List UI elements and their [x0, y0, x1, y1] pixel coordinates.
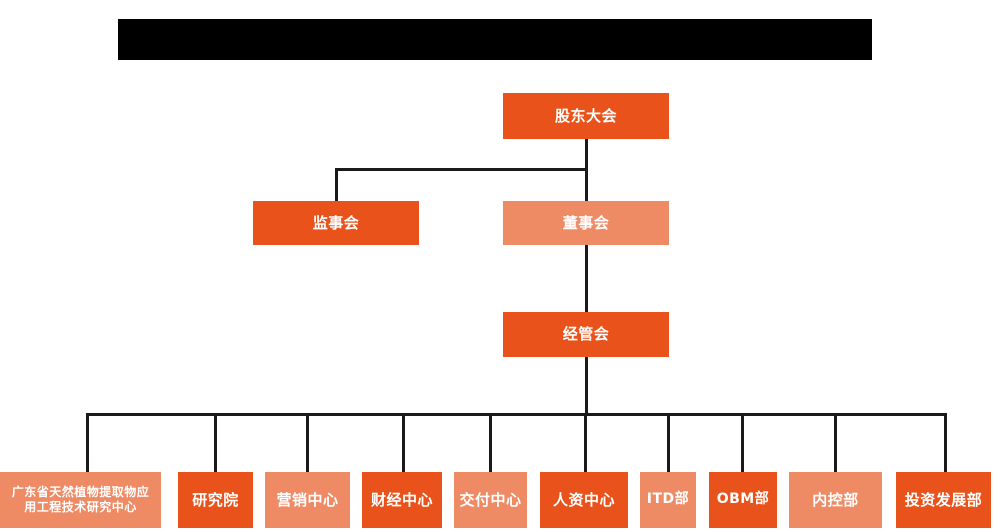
node-supervisory-board-label: 监事会 — [312, 213, 360, 232]
node-department-3-label: 营销中心 — [276, 490, 339, 509]
node-department-8-label: OBM部 — [716, 491, 770, 508]
node-management-committee-label: 经管会 — [562, 325, 610, 344]
connector-dept-drop-10 — [944, 413, 947, 472]
connector-dept-drop-5 — [489, 413, 492, 472]
connector-dept-drop-2 — [214, 413, 217, 472]
node-department-9[interactable]: 内控部 — [789, 472, 882, 528]
connector-dept-drop-7 — [667, 413, 670, 472]
connector-dept-drop-1 — [86, 413, 89, 472]
node-department-7-label: ITD部 — [646, 491, 690, 508]
connector-dept-drop-4 — [402, 413, 405, 472]
node-department-1[interactable]: 广东省天然植物提取物应 用工程技术研究中心 — [0, 472, 161, 528]
node-department-8[interactable]: OBM部 — [709, 472, 777, 528]
node-shareholders-meeting[interactable]: 股东大会 — [503, 93, 669, 139]
node-shareholders-meeting-label: 股东大会 — [554, 106, 617, 125]
connector-dept-drop-6 — [584, 413, 587, 472]
connector-dept-drop-8 — [741, 413, 744, 472]
node-management-committee[interactable]: 经管会 — [503, 312, 669, 357]
node-department-2[interactable]: 研究院 — [178, 472, 253, 528]
node-department-3[interactable]: 营销中心 — [265, 472, 350, 528]
node-department-7[interactable]: ITD部 — [640, 472, 696, 528]
node-department-6[interactable]: 人资中心 — [540, 472, 628, 528]
node-department-4-label: 财经中心 — [370, 490, 433, 509]
connector-board-to-management — [585, 245, 588, 313]
title-banner-label — [118, 19, 872, 60]
connector-dept-drop-9 — [834, 413, 837, 472]
node-department-10-label: 投资发展部 — [904, 490, 983, 509]
connector-shareholders-horizontal — [335, 168, 587, 171]
node-department-5[interactable]: 交付中心 — [454, 472, 527, 528]
node-department-4[interactable]: 财经中心 — [362, 472, 442, 528]
connector-dept-drop-3 — [306, 413, 309, 472]
connector-department-bus — [86, 413, 946, 416]
node-department-6-label: 人资中心 — [552, 490, 615, 509]
node-board-of-directors[interactable]: 董事会 — [503, 201, 669, 245]
node-department-10[interactable]: 投资发展部 — [896, 472, 991, 528]
node-department-5-label: 交付中心 — [459, 490, 522, 509]
node-department-1-label-line1: 广东省天然植物提取物应 — [11, 485, 150, 499]
connector-management-down — [585, 357, 588, 416]
node-supervisory-board[interactable]: 监事会 — [253, 201, 419, 245]
node-board-of-directors-label: 董事会 — [562, 213, 610, 232]
title-banner — [118, 19, 872, 60]
node-department-1-label-line2: 用工程技术研究中心 — [24, 500, 137, 514]
connector-supervisory-down — [335, 168, 338, 202]
node-department-9-label: 内控部 — [812, 490, 859, 509]
node-department-2-label: 研究院 — [192, 490, 239, 509]
